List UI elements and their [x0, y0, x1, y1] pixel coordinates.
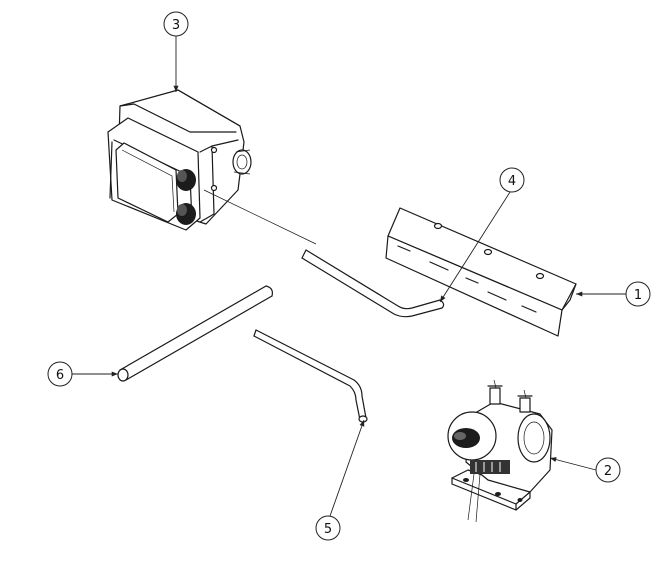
callout-2: 2 — [595, 457, 621, 483]
bottom-knob — [176, 203, 196, 225]
straight-tube-part — [117, 285, 273, 382]
callout-4: 4 — [499, 167, 525, 193]
cable-gland — [232, 149, 252, 175]
leader-4 — [439, 191, 511, 303]
leader-5 — [329, 419, 365, 517]
svg-text:2: 2 — [604, 464, 612, 479]
svg-text:1: 1 — [634, 288, 642, 303]
callout-3: 3 — [163, 11, 189, 37]
svg-text:5: 5 — [324, 522, 332, 537]
top-knob — [176, 169, 196, 191]
callout-1: 1 — [625, 281, 651, 307]
callout-5: 5 — [315, 515, 341, 541]
bent-tube-part — [253, 329, 368, 423]
svg-text:3: 3 — [172, 18, 180, 33]
cable-line — [203, 189, 317, 245]
pump-assembly-part — [447, 379, 553, 523]
svg-text:6: 6 — [56, 368, 64, 383]
callout-6: 6 — [47, 361, 73, 387]
leader-2 — [549, 457, 597, 471]
svg-text:4: 4 — [508, 174, 516, 189]
angle-bracket-part — [385, 207, 577, 337]
enclosure-box-part — [107, 89, 252, 231]
